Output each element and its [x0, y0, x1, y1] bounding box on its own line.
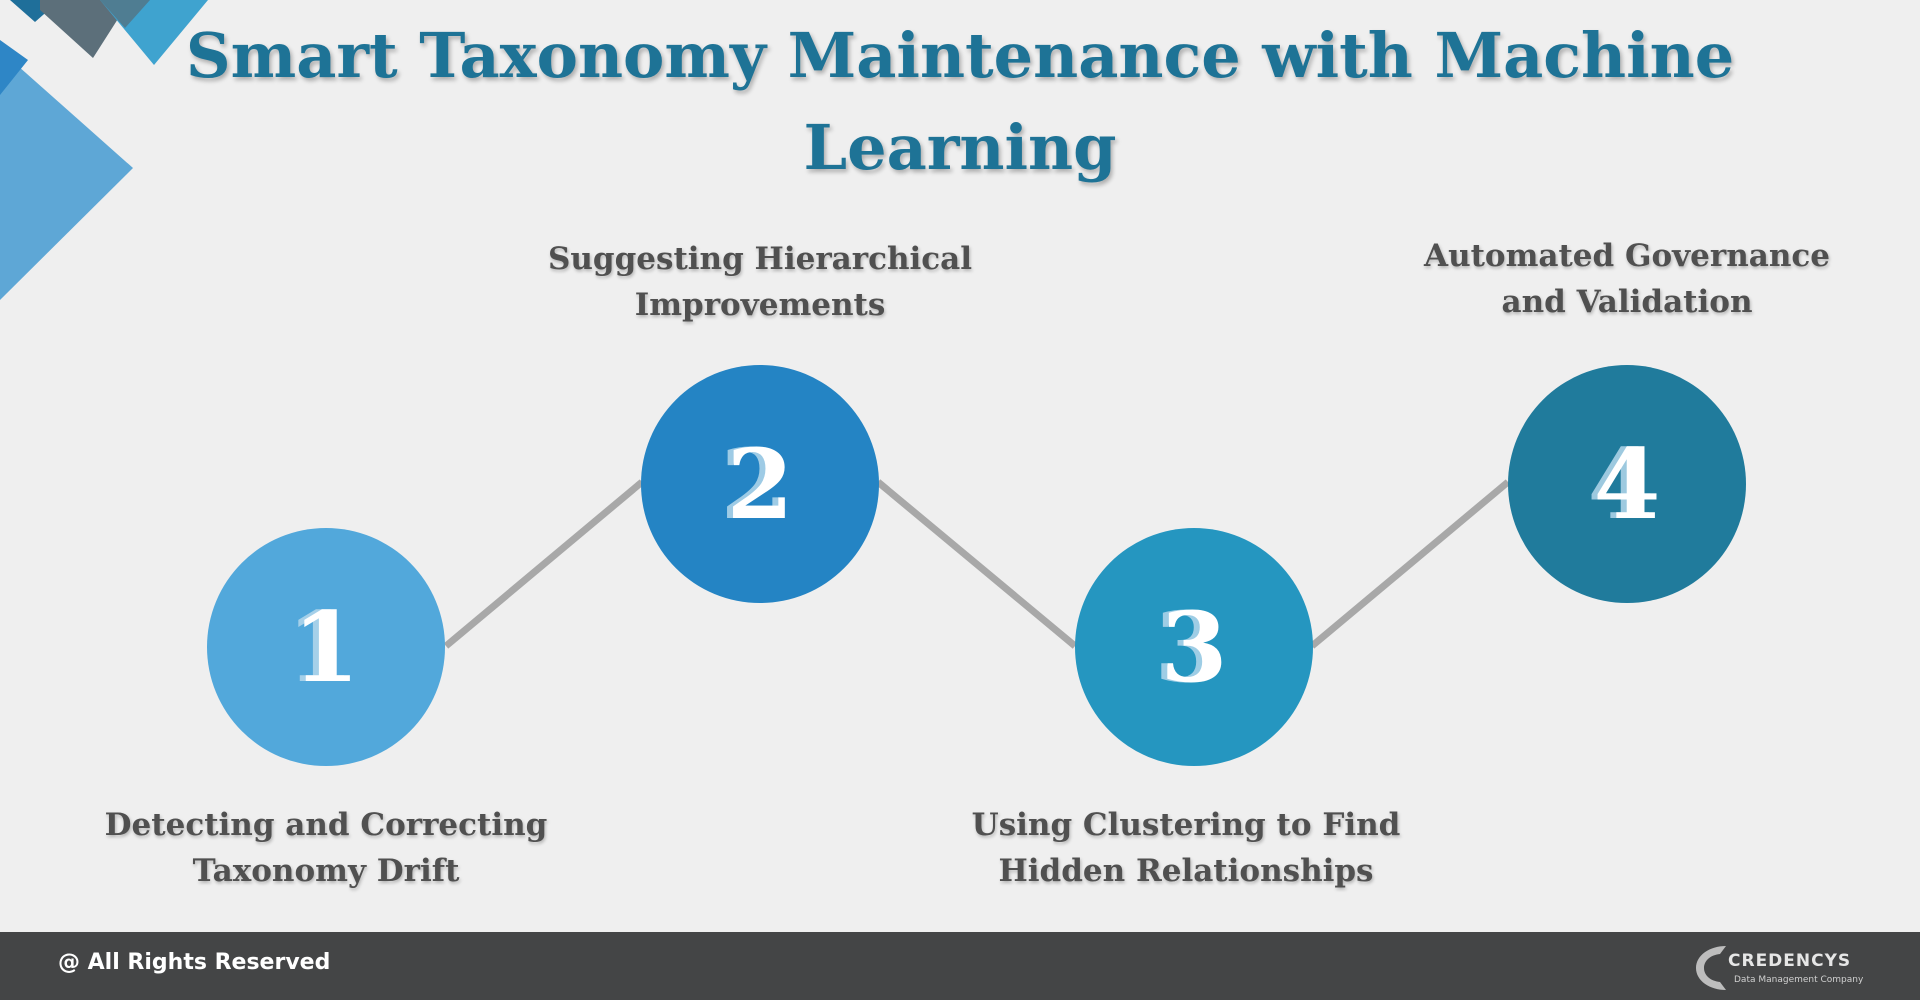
footer-bar: @ All Rights Reserved CREDENCYS Data Man…: [0, 932, 1920, 1000]
step-2-label: Suggesting Hierarchical Improvements: [520, 236, 1000, 328]
step-1-circle: 1: [207, 528, 445, 766]
step-2-circle: 2: [641, 365, 879, 603]
rights-text: @ All Rights Reserved: [58, 950, 331, 975]
connector-2-3: [875, 479, 1078, 649]
connector-1-2: [443, 479, 645, 649]
connector-3-4: [1309, 479, 1511, 649]
step-3-label-line-2: Hidden Relationships: [998, 853, 1374, 889]
step-2-label-line-2: Improvements: [634, 287, 886, 323]
step-4-number: 4: [1593, 427, 1661, 541]
page-title: Smart Taxonomy Maintenance with Machine …: [185, 19, 1735, 184]
step-3-label: Using Clustering to Find Hidden Relation…: [946, 802, 1426, 894]
step-4-circle: 4: [1508, 365, 1746, 603]
step-1-number: 1: [292, 590, 360, 704]
logo-tagline: Data Management Company: [1734, 975, 1864, 985]
company-logo: CREDENCYS Data Management Company: [1692, 940, 1864, 994]
step-3-label-line-1: Using Clustering to Find: [971, 807, 1401, 843]
step-2-number: 2: [726, 427, 794, 541]
step-2-label-line-1: Suggesting Hierarchical: [547, 241, 973, 277]
step-4-label-line-1: Automated Governance: [1424, 238, 1830, 274]
logo-c-icon: [1696, 946, 1726, 990]
step-1-label: Detecting and Correcting Taxonomy Drift: [86, 802, 566, 894]
step-4-label: Automated Governance and Validation: [1387, 233, 1867, 325]
step-3-number: 3: [1160, 590, 1228, 704]
corner-decoration: [0, 0, 208, 300]
step-1-label-line-1: Detecting and Correcting: [104, 807, 548, 843]
step-1-label-line-2: Taxonomy Drift: [192, 853, 460, 889]
step-4-label-line-2: and Validation: [1501, 284, 1753, 320]
logo-name: CREDENCYS: [1728, 951, 1852, 971]
step-3-circle: 3: [1075, 528, 1313, 766]
